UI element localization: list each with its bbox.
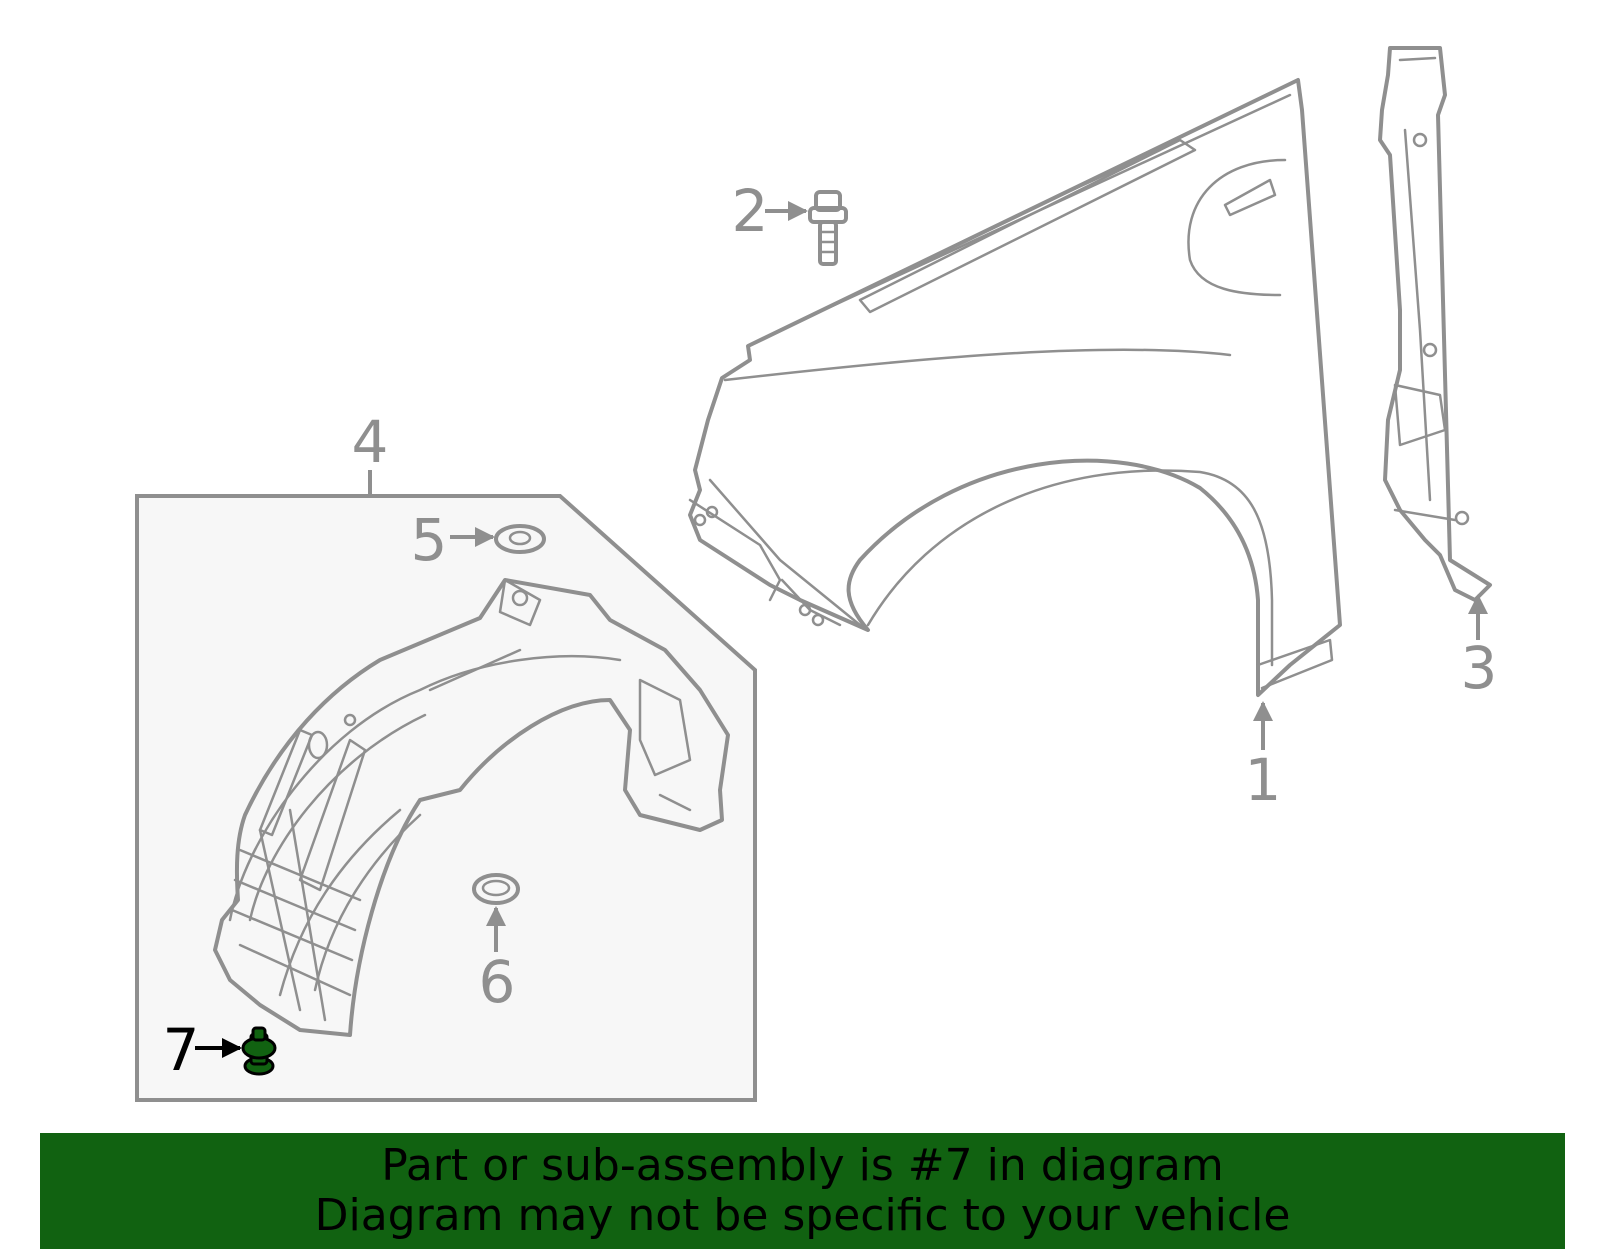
callout-3: 3: [1461, 634, 1498, 702]
bolt-part-2[interactable]: [808, 190, 848, 266]
callout-labels: 1 2 3 4 5 6 7: [163, 177, 1498, 1084]
inset-box-part-4: [135, 470, 757, 1102]
banner-line-disclaimer: Diagram may not be specific to your vehi…: [314, 1190, 1291, 1241]
callout-6: 6: [479, 948, 516, 1016]
callout-1: 1: [1245, 746, 1282, 814]
banner-line-part: Part or sub-assembly is #7 in diagram: [381, 1140, 1224, 1191]
bracket-part-3[interactable]: [1378, 46, 1492, 602]
fender-part-1[interactable]: [688, 78, 1342, 697]
fender-liner-part-4[interactable]: [213, 578, 730, 1037]
leader-lines: [195, 201, 1488, 1058]
info-banner: Part or sub-assembly is #7 in diagram Di…: [40, 1133, 1565, 1249]
callout-5: 5: [411, 506, 448, 574]
screw-part-7-highlighted[interactable]: [241, 1026, 277, 1076]
callout-4: 4: [352, 408, 389, 476]
grommet-part-6[interactable]: [472, 873, 520, 905]
clip-part-5[interactable]: [494, 524, 546, 554]
callout-2: 2: [732, 177, 769, 245]
callout-7: 7: [163, 1016, 200, 1084]
